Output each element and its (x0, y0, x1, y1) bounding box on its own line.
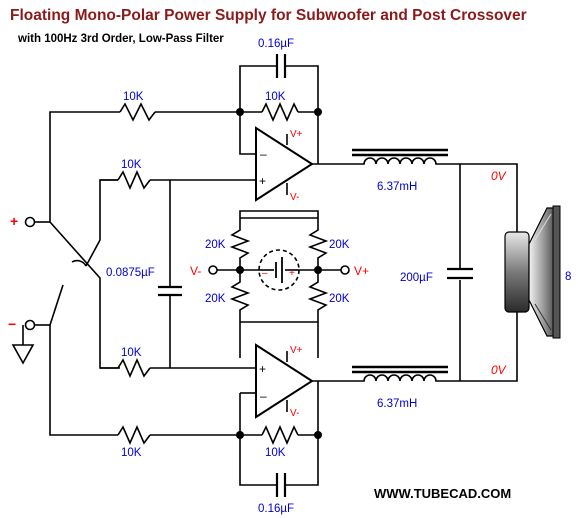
zero-volt-bottom-label: 0V (491, 363, 507, 377)
resistor-bottom-input-label: 10K (121, 447, 142, 459)
capacitor-top: 0.16µF (258, 38, 294, 78)
resistor-bottom-feedback: 10K (261, 425, 299, 459)
resistor-divider-tr: 20K (307, 218, 350, 270)
svg-text:–: – (262, 268, 268, 279)
input-plus-sign: + (10, 213, 18, 229)
diagram-title: Floating Mono-Polar Power Supply for Sub… (10, 7, 527, 24)
resistor-top-feedback: 10K (261, 91, 299, 122)
inductor-bottom: 6.37mH (352, 365, 460, 410)
opamp-bottom: + – V+ V- (255, 343, 314, 419)
speaker-icon (504, 205, 561, 339)
inductor-top: 6.37mH (352, 148, 460, 193)
zero-volt-top-label: 0V (491, 169, 507, 183)
resistor-divider-bl: 20K (205, 270, 251, 322)
resistor-top-second: 10K (117, 159, 151, 190)
inductor-top-label: 6.37mH (377, 181, 417, 193)
resistor-top-second-label: 10K (121, 159, 142, 171)
svg-text:–: – (260, 147, 267, 161)
node-rail-neg (236, 266, 244, 274)
rail-pos-terminal (340, 265, 350, 275)
opamp-top-vplus: V+ (290, 129, 303, 140)
resistor-bottom-feedback-label: 10K (265, 447, 286, 459)
rail-pos-label: V+ (354, 264, 369, 278)
resistor-top-input-label: 10K (123, 91, 144, 103)
resistor-bottom-second: 10K (117, 347, 151, 378)
ground-icon (11, 325, 35, 365)
resistor-divider-bl-label: 20K (205, 293, 226, 305)
resistor-top-feedback-label: 10K (265, 91, 286, 103)
battery-icon: – + (258, 249, 300, 291)
svg-text:+: + (289, 268, 295, 279)
input-minus-sign: − (8, 316, 16, 332)
capacitor-output: 200µF (400, 267, 473, 284)
resistor-divider-tl: 20K (205, 218, 251, 270)
resistor-divider-br: 20K (307, 270, 350, 322)
resistor-divider-tr-label: 20K (329, 239, 350, 251)
opamp-bottom-vminus: V- (290, 408, 299, 419)
input-terminals: + − (8, 213, 50, 365)
svg-text:–: – (260, 389, 267, 403)
capacitor-shunt-label: 0.0875µF (106, 267, 155, 279)
opamp-top: – + V+ V- (255, 126, 314, 203)
input-minus-terminal (24, 319, 36, 331)
capacitor-top-label: 0.16µF (258, 38, 294, 50)
speaker-impedance-label: 8 (565, 271, 571, 283)
capacitor-output-label: 200µF (400, 272, 433, 284)
input-plus-terminal (24, 216, 36, 228)
diagram-subtitle: with 100Hz 3rd Order, Low-Pass Filter (17, 33, 224, 45)
resistor-bottom-input: 10K (117, 425, 151, 459)
rail-neg-terminal (208, 265, 218, 275)
svg-text:+: + (259, 174, 266, 188)
svg-text:+: + (259, 362, 266, 376)
node-rail-pos (314, 266, 322, 274)
capacitor-bottom-label: 0.16µF (258, 503, 294, 515)
opamp-top-vminus: V- (290, 192, 299, 203)
resistor-bottom-second-label: 10K (121, 347, 142, 359)
capacitor-bottom: 0.16µF (258, 473, 294, 515)
resistor-divider-tl-label: 20K (205, 239, 226, 251)
resistor-top-input: 10K (119, 91, 156, 122)
inductor-bottom-label: 6.37mH (377, 398, 417, 410)
resistor-divider-br-label: 20K (329, 293, 350, 305)
rail-neg-label: V- (190, 264, 201, 278)
opamp-bottom-vplus: V+ (290, 345, 303, 356)
website-url: WWW.TUBECAD.COM (374, 486, 511, 501)
